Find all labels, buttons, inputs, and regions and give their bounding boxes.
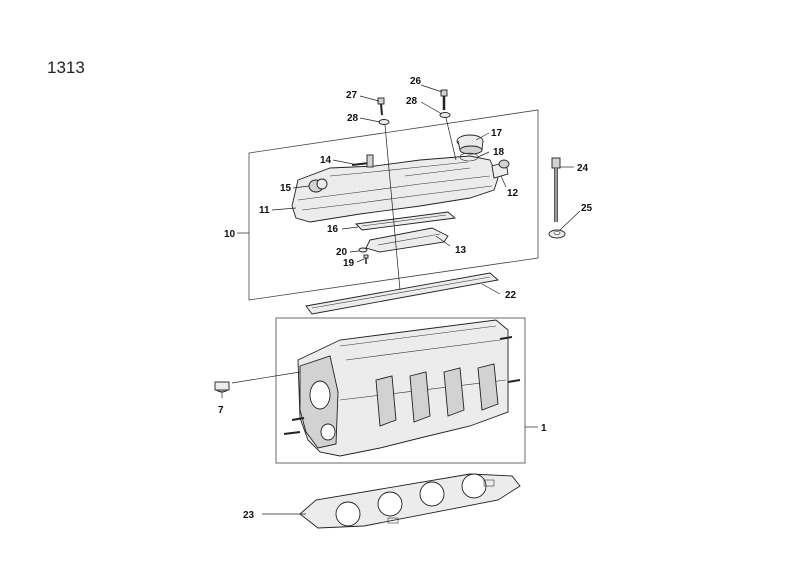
callout-20: 20 — [336, 247, 348, 258]
callout-17: 17 — [491, 128, 503, 139]
callout-18: 18 — [493, 147, 505, 158]
washer-28-right[interactable] — [439, 112, 451, 118]
callout-23: 23 — [243, 510, 255, 521]
baffle-plate[interactable] — [365, 227, 449, 253]
gasket-16[interactable] — [355, 211, 457, 231]
callout-16: 16 — [327, 224, 339, 235]
stud[interactable] — [351, 154, 374, 168]
hose-connector[interactable] — [491, 159, 510, 179]
washer-25[interactable] — [548, 229, 566, 239]
bolt-27[interactable] — [377, 97, 385, 116]
bolt-26[interactable] — [440, 89, 448, 110]
callout-11: 11 — [259, 205, 270, 216]
sheet-number: 1313 — [47, 58, 85, 77]
cover-gasket[interactable] — [305, 272, 499, 315]
callout-10: 10 — [224, 229, 236, 240]
callout-27: 27 — [346, 90, 358, 101]
callout-7: 7 — [218, 405, 224, 416]
callout-13: 13 — [455, 245, 467, 256]
oil-cap[interactable] — [456, 134, 484, 155]
lower-bore — [320, 423, 336, 441]
callout-15: 15 — [280, 183, 292, 194]
callout-1: 1 — [541, 423, 547, 434]
washer-20[interactable] — [358, 247, 368, 253]
long-bolt[interactable] — [551, 157, 561, 222]
plug-7[interactable] — [214, 381, 230, 393]
rocker-cover-group-frame — [248, 109, 539, 301]
callout-24: 24 — [577, 163, 589, 174]
screw-19[interactable] — [363, 254, 369, 264]
cylinder-head-frame — [275, 317, 526, 464]
callout-22: 22 — [505, 290, 517, 301]
cylinder-head[interactable] — [283, 319, 521, 457]
callout-14: 14 — [320, 155, 332, 166]
callout-28-left: 28 — [347, 113, 359, 124]
callout-19: 19 — [343, 258, 355, 269]
oil-filler-neck[interactable] — [308, 178, 328, 193]
callout-28-right: 28 — [406, 96, 418, 107]
washer-28-left[interactable] — [378, 119, 390, 125]
head-gasket[interactable] — [299, 473, 521, 529]
callout-25: 25 — [581, 203, 593, 214]
callout-26: 26 — [410, 76, 422, 87]
callout-12: 12 — [507, 188, 519, 199]
rocker-cover[interactable] — [291, 155, 499, 223]
cam-bore — [309, 380, 331, 410]
